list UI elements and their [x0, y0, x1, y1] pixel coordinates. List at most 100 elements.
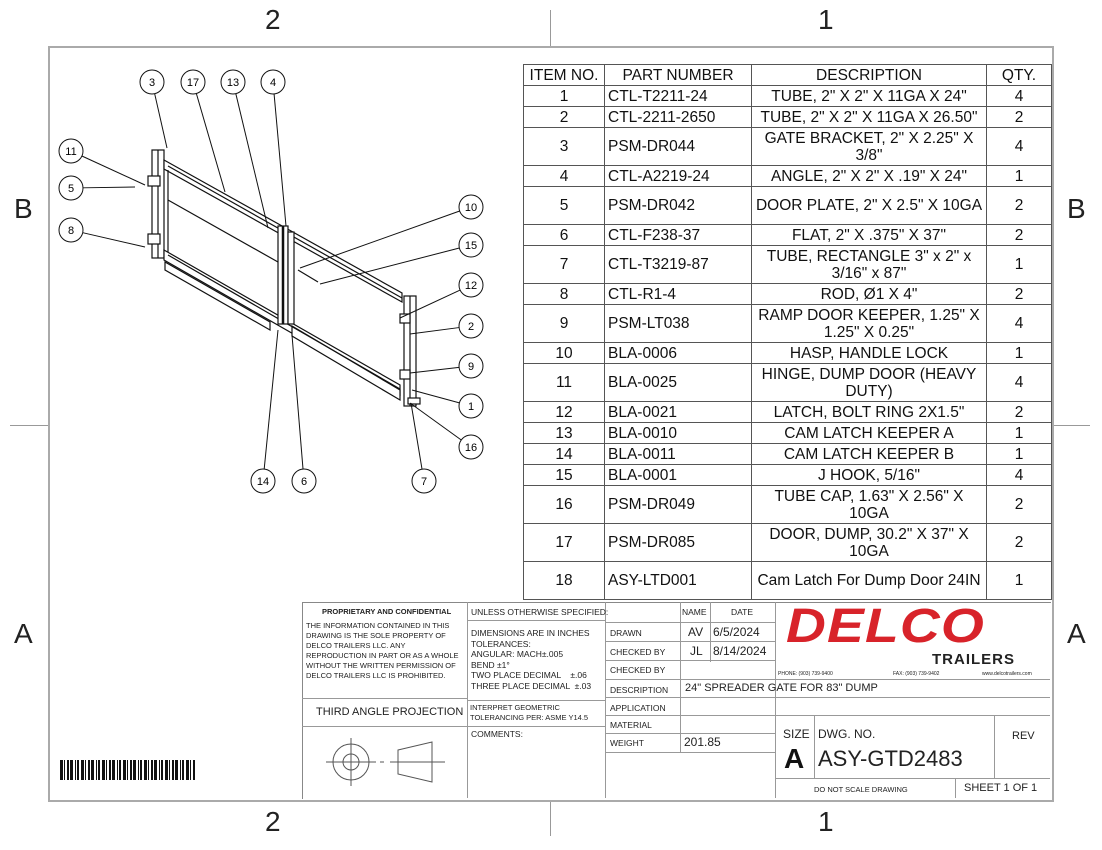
- balloon-number: 7: [421, 476, 427, 488]
- cell-item-no: 13: [523, 422, 605, 444]
- title-block: [302, 602, 1051, 799]
- leader-line: [399, 289, 461, 319]
- item-balloon: [250, 468, 276, 494]
- balloon-number: 2: [468, 321, 474, 333]
- rev-label: REV: [1012, 730, 1035, 742]
- barcode-bar: [130, 760, 132, 780]
- barcode-bar: [77, 760, 79, 780]
- cell-qty: 4: [986, 304, 1052, 343]
- cell-part-number: BLA-0006: [604, 342, 752, 364]
- balloon-number: 4: [270, 77, 276, 89]
- cell-qty: 2: [986, 224, 1052, 246]
- barcode-bar: [127, 760, 128, 780]
- table-header-row: ITEM NO. PART NUMBER DESCRIPTION QTY.: [523, 64, 1052, 86]
- cell-qty: 4: [986, 85, 1052, 107]
- item-balloon: [260, 69, 286, 95]
- tol-line: ANGULAR: MACH±.005: [471, 649, 564, 659]
- barcode-bar: [138, 760, 139, 780]
- cell-description: HASP, HANDLE LOCK: [751, 342, 987, 364]
- barcode-bar: [151, 760, 153, 780]
- cell-item-no: 8: [523, 283, 605, 305]
- zone-label: A: [14, 618, 33, 649]
- barcode-bar: [154, 760, 157, 780]
- barcode-bar: [119, 760, 121, 780]
- description-label: DESCRIPTION: [610, 685, 669, 695]
- cell-item-no: 11: [523, 363, 605, 402]
- zone-label: B: [14, 193, 33, 224]
- weight-value: 201.85: [684, 735, 721, 749]
- cell-part-number: ASY-LTD001: [604, 561, 752, 600]
- balloon-number: 11: [65, 146, 76, 158]
- drawn-date: 6/5/2024: [713, 625, 760, 639]
- tol-line: DIMENSIONS ARE IN INCHES: [471, 628, 590, 638]
- cell-item-no: 16: [523, 485, 605, 524]
- barcode-bar: [182, 760, 184, 780]
- barcode-bar: [140, 760, 142, 780]
- item-balloon: [180, 69, 206, 95]
- item-balloon: [411, 468, 437, 494]
- cell-description: GATE BRACKET, 2" X 2.25" X 3/8": [751, 127, 987, 166]
- cell-item-no: 1: [523, 85, 605, 107]
- cell-description: RAMP DOOR KEEPER, 1.25" X 1.25" X 0.25": [751, 304, 987, 343]
- item-balloon: [458, 194, 484, 220]
- cell-qty: 2: [986, 283, 1052, 305]
- phone: PHONE: (903) 739-9400: [778, 671, 833, 677]
- barcode-bar: [70, 760, 73, 780]
- leader-line: [319, 247, 460, 285]
- leader-line: [82, 232, 146, 248]
- cell-part-number: BLA-0025: [604, 363, 752, 402]
- cell-description: TUBE, 2" X 2" X 11GA X 26.50": [751, 106, 987, 128]
- unless-specified-label: UNLESS OTHERWISE SPECIFIED:: [471, 607, 609, 617]
- date-header: DATE: [731, 607, 754, 617]
- weight-label: WEIGHT: [610, 738, 644, 748]
- cell-part-number: CTL-R1-4: [604, 283, 752, 305]
- balloon-number: 9: [468, 361, 474, 373]
- checked-by-name: JL: [690, 644, 703, 658]
- leader-line: [411, 389, 460, 404]
- item-balloon: [58, 138, 84, 164]
- cell-part-number: BLA-0021: [604, 401, 752, 423]
- cell-qty: 2: [986, 106, 1052, 128]
- col-header-description: DESCRIPTION: [751, 64, 987, 86]
- barcode-bar: [165, 760, 168, 780]
- item-balloon: [458, 353, 484, 379]
- barcode-bar: [175, 760, 178, 780]
- balloon-number: 16: [465, 442, 477, 454]
- cell-description: DOOR PLATE, 2" X 2.5" X 10GA: [751, 186, 987, 225]
- zone-label: 1: [818, 4, 834, 35]
- drawing-border: [48, 46, 1054, 802]
- proprietary-notice: THE INFORMATION CONTAINED IN THIS DRAWIN…: [306, 621, 459, 680]
- barcode-bar: [133, 760, 136, 780]
- balloon-number: 13: [227, 77, 239, 89]
- barcode-bar: [159, 760, 160, 780]
- cell-qty: 2: [986, 485, 1052, 524]
- item-balloon: [58, 175, 84, 201]
- tol-line: THREE PLACE DECIMAL ±.03: [471, 680, 592, 691]
- cell-item-no: 12: [523, 401, 605, 423]
- barcode: [60, 760, 196, 780]
- cell-part-number: CTL-F238-37: [604, 224, 752, 246]
- cell-item-no: 2: [523, 106, 605, 128]
- tol-line: TWO PLACE DECIMAL ±.06: [471, 670, 587, 680]
- barcode-bar: [106, 760, 107, 780]
- fax: FAX: (903) 739-9402: [893, 671, 940, 677]
- sheet-number: SHEET 1 OF 1: [964, 782, 1038, 794]
- cell-part-number: PSM-DR085: [604, 523, 752, 562]
- cell-part-number: CTL-A2219-24: [604, 165, 752, 187]
- cell-qty: 2: [986, 186, 1052, 225]
- barcode-bar: [172, 760, 174, 780]
- checked-by-label: CHECKED BY: [610, 647, 666, 657]
- barcode-bar: [60, 760, 63, 780]
- leader-line: [235, 93, 269, 229]
- cell-item-no: 6: [523, 224, 605, 246]
